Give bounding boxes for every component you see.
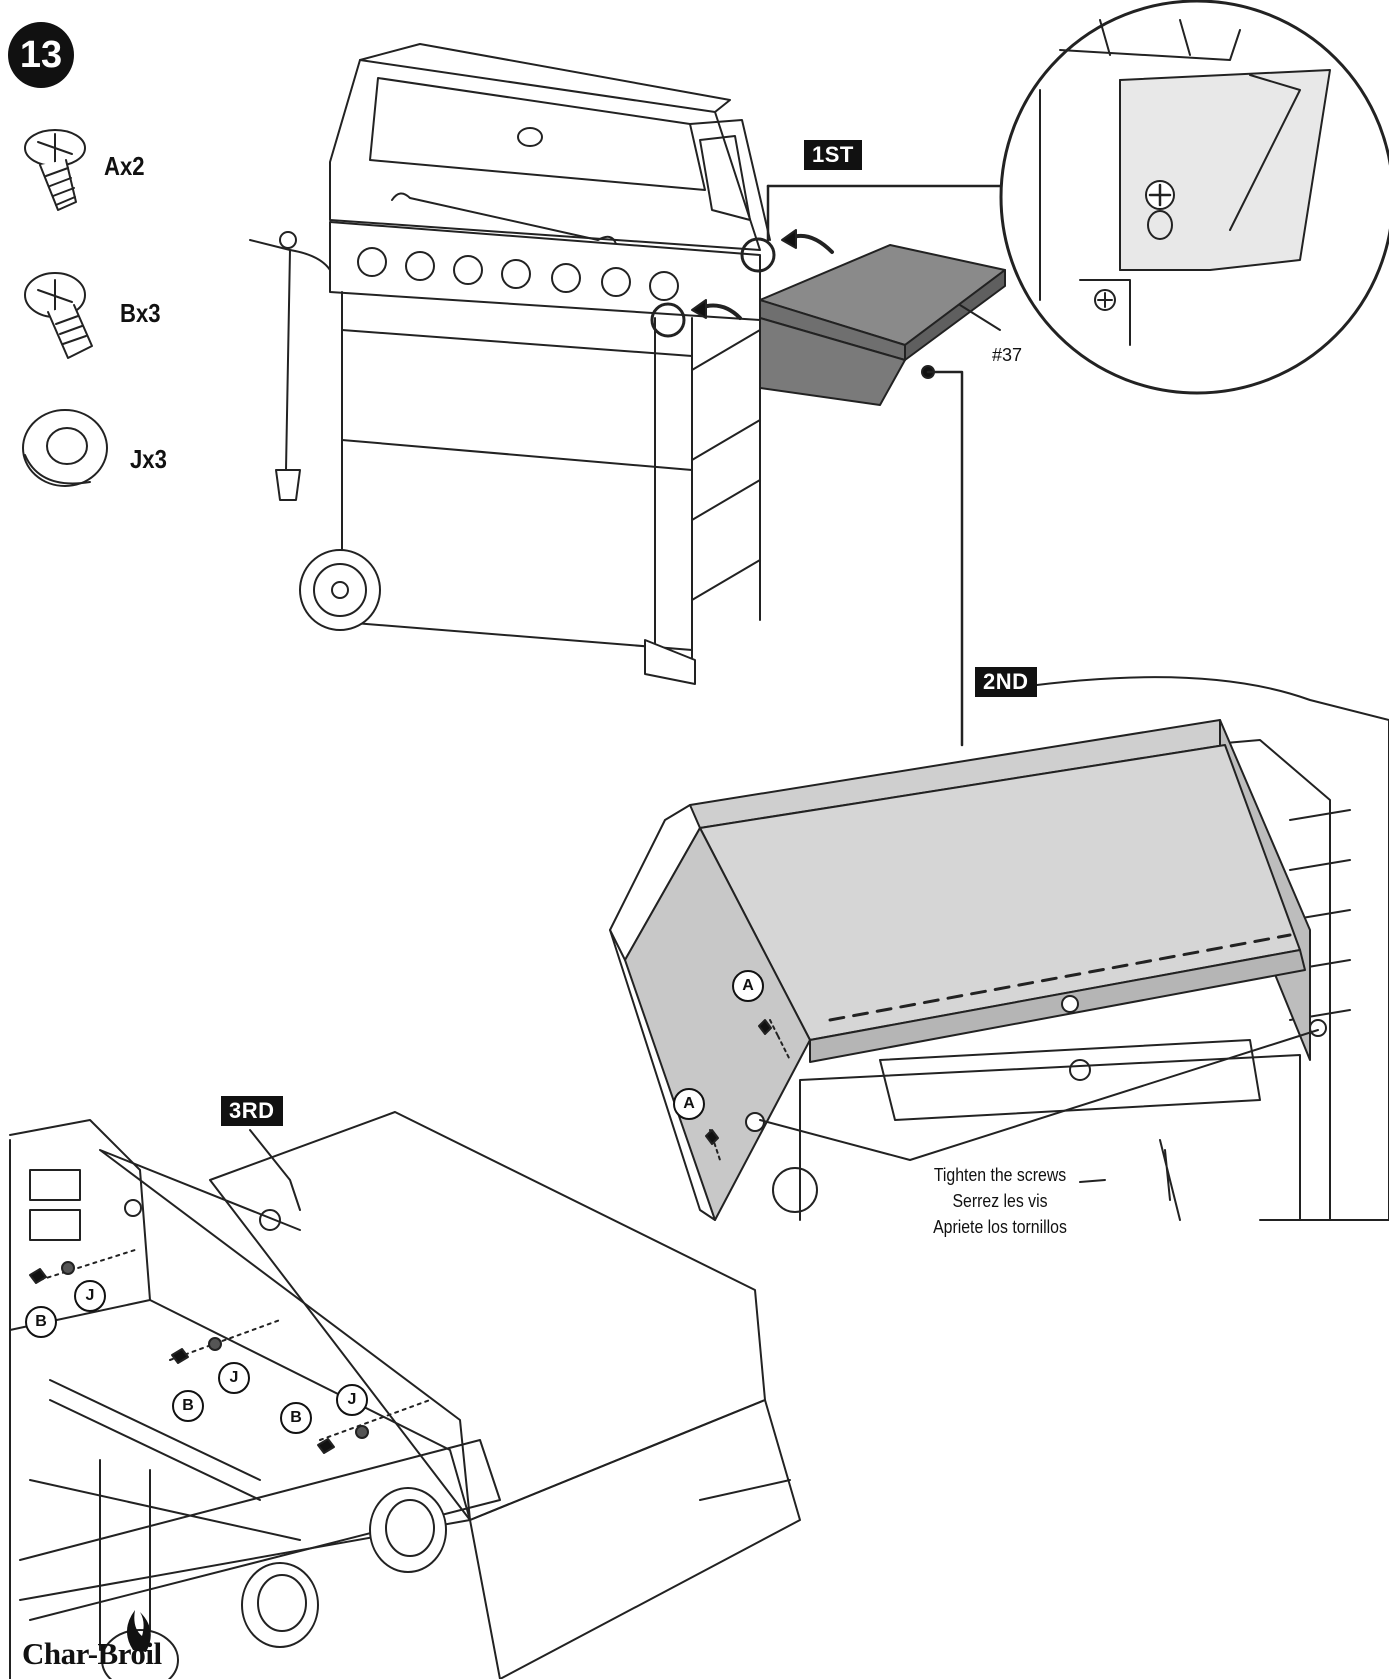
callout-j: J xyxy=(74,1280,106,1312)
pan-head-screw-icon xyxy=(24,129,86,211)
sequence-tag-second: 2ND xyxy=(975,667,1037,697)
part-b-quantity: Bx3 xyxy=(120,298,161,328)
note-french: Serrez les vis xyxy=(952,1191,1048,1211)
sequence-tag-third: 3RD xyxy=(221,1096,283,1126)
part-a-quantity: Ax2 xyxy=(104,151,145,181)
sequence-tag-first: 1ST xyxy=(804,140,862,170)
callout-b: B xyxy=(172,1390,204,1422)
note-english: Tighten the screws xyxy=(933,1165,1067,1185)
callout-a: A xyxy=(732,970,764,1002)
step-number-badge: 13 xyxy=(8,22,74,88)
shelf-bracket-detail xyxy=(9,1111,801,1679)
note-spanish: Apriete los tornillos xyxy=(933,1217,1067,1237)
callout-a: A xyxy=(673,1088,705,1120)
tighten-screws-note: Tighten the screws Serrez les vis Apriet… xyxy=(905,1162,1095,1240)
side-shelf-part xyxy=(759,244,1006,406)
shelf-installed-detail xyxy=(609,676,1389,1221)
part-j-quantity: Jx3 xyxy=(130,444,167,474)
callout-j: J xyxy=(218,1362,250,1394)
callout-b: B xyxy=(280,1402,312,1434)
brand-flame-icon xyxy=(126,1610,151,1652)
callout-j: J xyxy=(336,1384,368,1416)
detail-magnifier xyxy=(999,0,1389,395)
grill-illustration xyxy=(249,43,834,685)
washer-icon xyxy=(22,409,108,487)
part-number-label: #37 xyxy=(992,345,1023,365)
callout-b: B xyxy=(25,1306,57,1338)
brand-logo: Char-Broil xyxy=(22,1636,162,1671)
truss-head-screw-icon xyxy=(24,272,93,359)
